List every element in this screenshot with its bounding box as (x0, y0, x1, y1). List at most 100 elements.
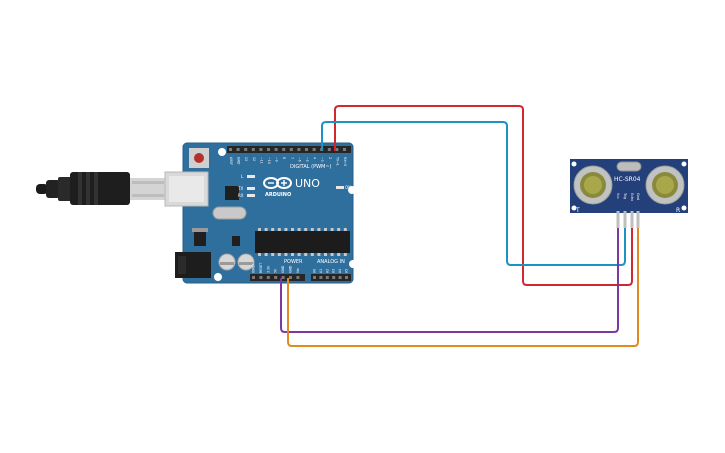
voltage-regulator (194, 232, 206, 246)
header-pin[interactable] (319, 276, 323, 279)
header-pin[interactable] (259, 148, 263, 151)
header-pin[interactable] (343, 148, 346, 151)
pin-label: 3.3V (266, 265, 270, 273)
pin-label: ~11 (259, 157, 263, 164)
header-pin[interactable] (281, 276, 285, 279)
transmitter-mark: T (575, 207, 580, 214)
header-pin[interactable] (266, 276, 270, 279)
sensor-pin-echo[interactable] (630, 211, 634, 228)
header-pin[interactable] (236, 148, 240, 151)
header-pin[interactable] (274, 276, 278, 279)
header-pin[interactable] (251, 148, 255, 151)
arduino-logo (263, 177, 292, 189)
sensor-pin-vcc[interactable] (616, 211, 620, 228)
usb-cable[interactable] (36, 172, 166, 205)
sensor-crystal (616, 161, 642, 172)
header-pin[interactable] (229, 148, 232, 151)
sensor-pin-trig[interactable] (623, 211, 627, 228)
rx-led (247, 194, 255, 197)
pin-label: Vin (296, 268, 300, 273)
header-pin[interactable] (312, 148, 316, 151)
header-pin[interactable] (327, 148, 331, 151)
header-pin[interactable] (244, 148, 248, 151)
on-label: ON (345, 185, 351, 190)
power-header[interactable] (250, 274, 305, 281)
pin-label: 7 (290, 157, 294, 159)
pin-label: GND (281, 265, 285, 273)
vcc-wire[interactable] (280, 228, 619, 333)
pin-label: ~9 (275, 157, 279, 162)
pin-label: IOREF (252, 263, 256, 273)
power-label: POWER (284, 259, 303, 265)
pin-label: 4 (313, 157, 317, 159)
pin-label: 8 (282, 157, 286, 159)
pin-label: 5V (274, 268, 278, 273)
usb-chip (225, 186, 239, 200)
pin-label: AREF (229, 157, 233, 165)
header-pin[interactable] (282, 148, 286, 151)
receiver-mark: R (676, 207, 680, 214)
header-pin[interactable] (289, 148, 293, 151)
header-pin[interactable] (332, 276, 336, 279)
pin-label: A5 (345, 269, 349, 273)
mounting-hole (349, 260, 357, 268)
mounting-hole (214, 273, 222, 281)
digital-header[interactable] (227, 146, 351, 153)
pin-label: A3 (332, 269, 336, 273)
header-pin[interactable] (274, 148, 278, 151)
pin-label: RESET (259, 263, 263, 273)
pin-label: A4 (338, 269, 342, 273)
header-pin[interactable] (305, 148, 308, 151)
analog-header[interactable] (311, 274, 351, 281)
sensor-model-label: HC-SR04 (614, 176, 641, 183)
atmega-chip (255, 231, 350, 253)
header-pin[interactable] (338, 276, 342, 279)
header-pin[interactable] (289, 276, 292, 279)
sensor-pin-label: Gnd (636, 193, 640, 200)
trig-wire[interactable] (321, 121, 626, 266)
header-pin[interactable] (313, 276, 316, 279)
board-model: UNO (295, 177, 320, 190)
digital-header-label: DIGITAL (PWM~) (290, 164, 332, 170)
sensor-pin-label: Vcc (616, 193, 620, 199)
header-pin[interactable] (345, 276, 348, 279)
header-pin[interactable] (297, 148, 301, 151)
tx-label: TX (237, 186, 243, 191)
header-pin[interactable] (252, 276, 255, 279)
l-label: L (241, 174, 244, 179)
gnd-wire[interactable] (287, 228, 639, 347)
pin-label: RX←0 (343, 157, 347, 166)
header-pin[interactable] (267, 148, 270, 151)
pin-label: A2 (325, 269, 329, 273)
header-pin[interactable] (335, 148, 339, 151)
header-pin[interactable] (259, 276, 263, 279)
pin-label: 12 (252, 157, 256, 161)
mounting-hole (218, 148, 226, 156)
mounting-hole (348, 186, 356, 194)
rx-label: RX (238, 193, 244, 198)
sensor-pin-gnd[interactable] (636, 211, 640, 228)
echo-wire[interactable] (334, 105, 633, 286)
header-pin[interactable] (325, 276, 329, 279)
board-brand: ARDUINO (265, 192, 291, 198)
pin-label: ~5 (305, 157, 309, 162)
pin-label: GND (237, 157, 241, 165)
pin-label: TX→1 (335, 156, 339, 166)
pin-label: A0 (313, 269, 317, 273)
pin-label: 2 (328, 157, 332, 159)
wires (280, 105, 639, 347)
sensor-pin-label: Trig (623, 192, 627, 199)
sensor-pin-label: Echo (630, 193, 634, 201)
crystal (212, 206, 247, 220)
receiver-transducer (645, 165, 685, 205)
pin-label: GND (289, 265, 293, 273)
transmitter-transducer (573, 165, 613, 205)
tx-led (247, 187, 255, 190)
pin-label: A1 (319, 269, 323, 273)
header-pin[interactable] (296, 276, 300, 279)
l-led (247, 175, 255, 178)
pin-label: 13 (244, 157, 248, 161)
pin-label: ~6 (297, 157, 301, 162)
